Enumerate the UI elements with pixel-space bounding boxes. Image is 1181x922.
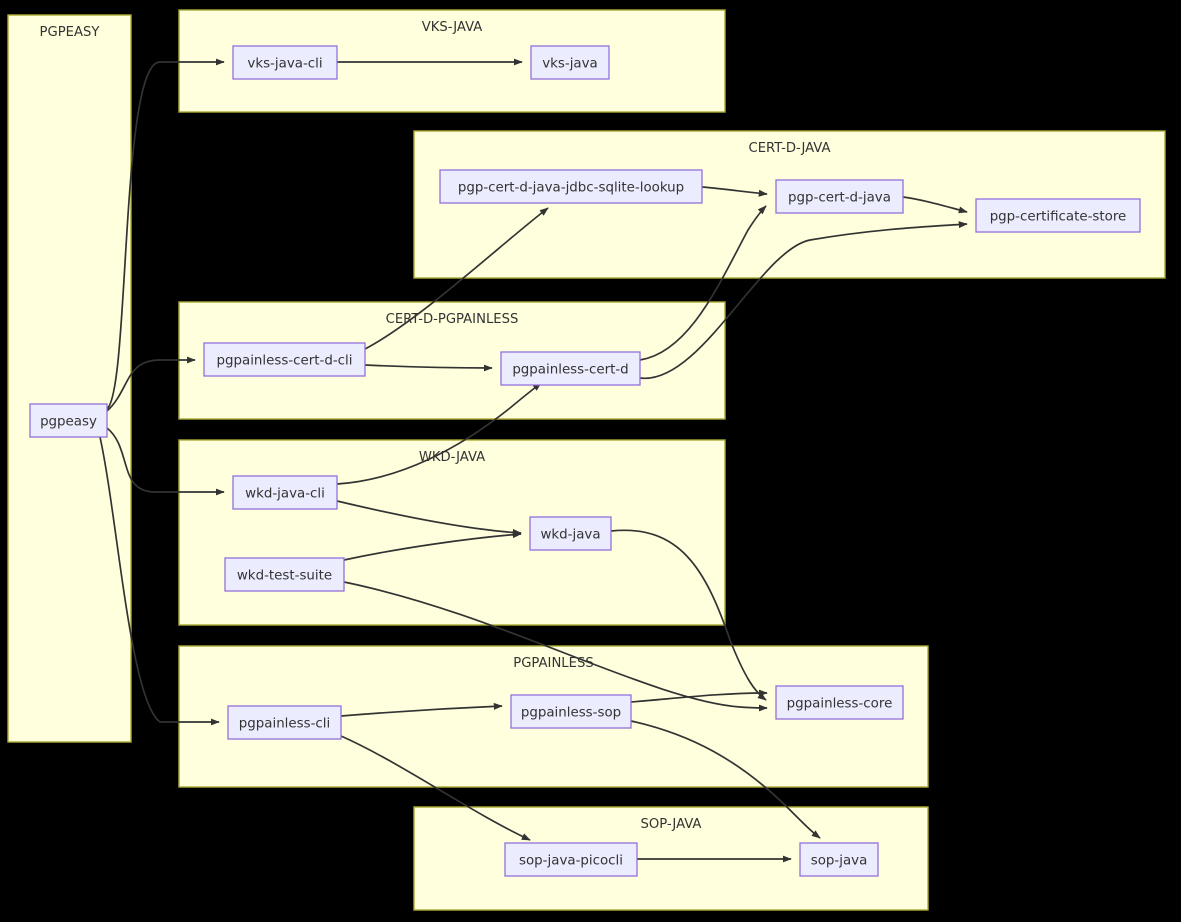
node-box-sop_java[interactable] [799, 842, 879, 877]
node-wkd_java_cli[interactable]: wkd-java-cli [232, 475, 338, 510]
node-box-pgp_cert_d_java_jdbc_sqlite_lookup[interactable] [439, 169, 703, 204]
cluster-wkd_java: WKD-JAVA [178, 439, 726, 626]
edge-wkd_java_cli-to-pgpainless_cert_d [336, 382, 542, 485]
edge-pgpainless_sop-to-pgpainless_core [630, 689, 768, 703]
node-box-pgpainless_core[interactable] [775, 685, 904, 720]
node-pgpeasy[interactable]: pgpeasy [29, 403, 108, 438]
edge-pgpeasy-to-vks_java_cli [106, 58, 225, 410]
node-label-pgpainless_cert_d: pgpainless-cert-d [512, 363, 628, 378]
node-label-sop_java: sop-java [811, 854, 868, 869]
cluster-label-cert_d_pgpainless: CERT-D-PGPAINLESS [386, 312, 519, 327]
node-pgp_cert_d_java[interactable]: pgp-cert-d-java [775, 179, 904, 214]
node-label-wkd_test_suite: wkd-test-suite [237, 569, 332, 584]
node-pgpainless_core[interactable]: pgpainless-core [775, 685, 904, 720]
edge-pgpainless_cert_d_cli-to-pgp_cert_d_java_jdbc_sqlite_lookup [364, 207, 549, 350]
cluster-label-pgpainless: PGPAINLESS [513, 656, 593, 671]
cluster-box-wkd_java [178, 439, 726, 626]
node-label-pgpainless_sop: pgpainless-sop [521, 706, 621, 721]
edge-wkd_java_cli-to-wkd_java [336, 500, 522, 537]
edge-pgpainless_cert_d-to-pgp_certificate_store [639, 221, 968, 379]
node-pgpainless_cert_d[interactable]: pgpainless-cert-d [500, 351, 641, 386]
node-label-vks_java_cli: vks-java-cli [247, 57, 322, 72]
node-box-pgpeasy[interactable] [29, 403, 108, 438]
node-box-pgp_certificate_store[interactable] [975, 198, 1141, 233]
node-wkd_test_suite[interactable]: wkd-test-suite [224, 557, 345, 592]
cluster-label-cert_d_java: CERT-D-JAVA [748, 141, 830, 156]
node-box-wkd_java[interactable] [529, 516, 612, 551]
node-label-wkd_java_cli: wkd-java-cli [245, 487, 325, 502]
cluster-label-pgpeasy: PGPEASY [40, 25, 101, 40]
node-box-pgpainless_sop[interactable] [510, 694, 632, 729]
edge-pgpainless_cli-to-pgpainless_sop [340, 702, 503, 717]
cluster-label-sop_java: SOP-JAVA [641, 817, 702, 832]
node-box-sop_java_picocli[interactable] [504, 842, 638, 877]
node-pgp_certificate_store[interactable]: pgp-certificate-store [975, 198, 1141, 233]
node-box-pgp_cert_d_java[interactable] [775, 179, 904, 214]
edge-pgpainless_cert_d-to-pgp_cert_d_java [639, 205, 767, 361]
node-label-pgp_cert_d_java_jdbc_sqlite_lookup: pgp-cert-d-java-jdbc-sqlite-lookup [458, 181, 684, 196]
node-wkd_java[interactable]: wkd-java [529, 516, 612, 551]
edge-pgp_cert_d_java-to-pgp_certificate_store [902, 196, 968, 214]
clusters-layer: PGPEASY VKS-JAVA CERT-D-JAVA CERT-D-PGPAINL… [7, 9, 1166, 911]
node-box-vks_java[interactable] [530, 45, 610, 80]
node-pgpainless_sop[interactable]: pgpainless-sop [510, 694, 632, 729]
node-box-pgpainless_cert_d_cli[interactable] [203, 342, 366, 377]
edge-pgpainless_sop-to-sop_java [630, 720, 821, 839]
node-box-pgpainless_cert_d[interactable] [500, 351, 641, 386]
edges-layer [99, 58, 968, 863]
node-label-pgpeasy: pgpeasy [40, 415, 97, 430]
node-sop_java[interactable]: sop-java [799, 842, 879, 877]
nodes-layer: pgpeasy vks-java-cli vks-java pgp-cert-d-ja… [29, 45, 1141, 877]
node-label-pgpainless_cert_d_cli: pgpainless-cert-d-cli [217, 354, 353, 369]
node-vks_java[interactable]: vks-java [530, 45, 610, 80]
cluster-pgpeasy: PGPEASY [7, 14, 132, 743]
edge-wkd_java-to-pgpainless_core [610, 529, 767, 701]
cluster-label-wkd_java: WKD-JAVA [419, 450, 485, 465]
node-box-pgpainless_cli[interactable] [227, 705, 342, 740]
edge-pgpeasy-to-pgpainless_cert_d_cli [106, 356, 196, 412]
node-label-pgpainless_core: pgpainless-core [787, 697, 893, 712]
node-pgp_cert_d_java_jdbc_sqlite_lookup[interactable]: pgp-cert-d-java-jdbc-sqlite-lookup [439, 169, 703, 204]
edge-wkd_test_suite-to-pgpainless_core [343, 581, 768, 712]
edge-pgpainless_cert_d_cli-to-pgpainless_cert_d [364, 364, 493, 372]
edge-wkd_test_suite-to-wkd_java [343, 531, 522, 561]
node-label-pgp_cert_d_java: pgp-cert-d-java [788, 191, 891, 206]
edge-pgpeasy-to-wkd_java_cli [106, 427, 225, 496]
cluster-label-vks_java: VKS-JAVA [422, 20, 483, 35]
node-pgpainless_cli[interactable]: pgpainless-cli [227, 705, 342, 740]
node-sop_java_picocli[interactable]: sop-java-picocli [504, 842, 638, 877]
node-pgpainless_cert_d_cli[interactable]: pgpainless-cert-d-cli [203, 342, 366, 377]
edge-pgp_cert_d_java_jdbc_sqlite_lookup-to-pgp_cert_d_java [701, 186, 768, 197]
node-label-vks_java: vks-java [542, 57, 598, 72]
cluster-box-pgpeasy [7, 14, 132, 743]
node-vks_java_cli[interactable]: vks-java-cli [232, 45, 338, 80]
node-label-pgp_certificate_store: pgp-certificate-store [990, 210, 1127, 225]
node-label-pgpainless_cli: pgpainless-cli [239, 717, 330, 732]
node-label-wkd_java: wkd-java [540, 528, 600, 543]
node-box-vks_java_cli[interactable] [232, 45, 338, 80]
edge-pgpainless_cli-to-sop_java_picocli [340, 735, 531, 841]
edge-pgpeasy-to-pgpainless_cli [99, 436, 220, 726]
node-box-wkd_test_suite[interactable] [224, 557, 345, 592]
node-label-sop_java_picocli: sop-java-picocli [519, 854, 623, 869]
node-box-wkd_java_cli[interactable] [232, 475, 338, 510]
